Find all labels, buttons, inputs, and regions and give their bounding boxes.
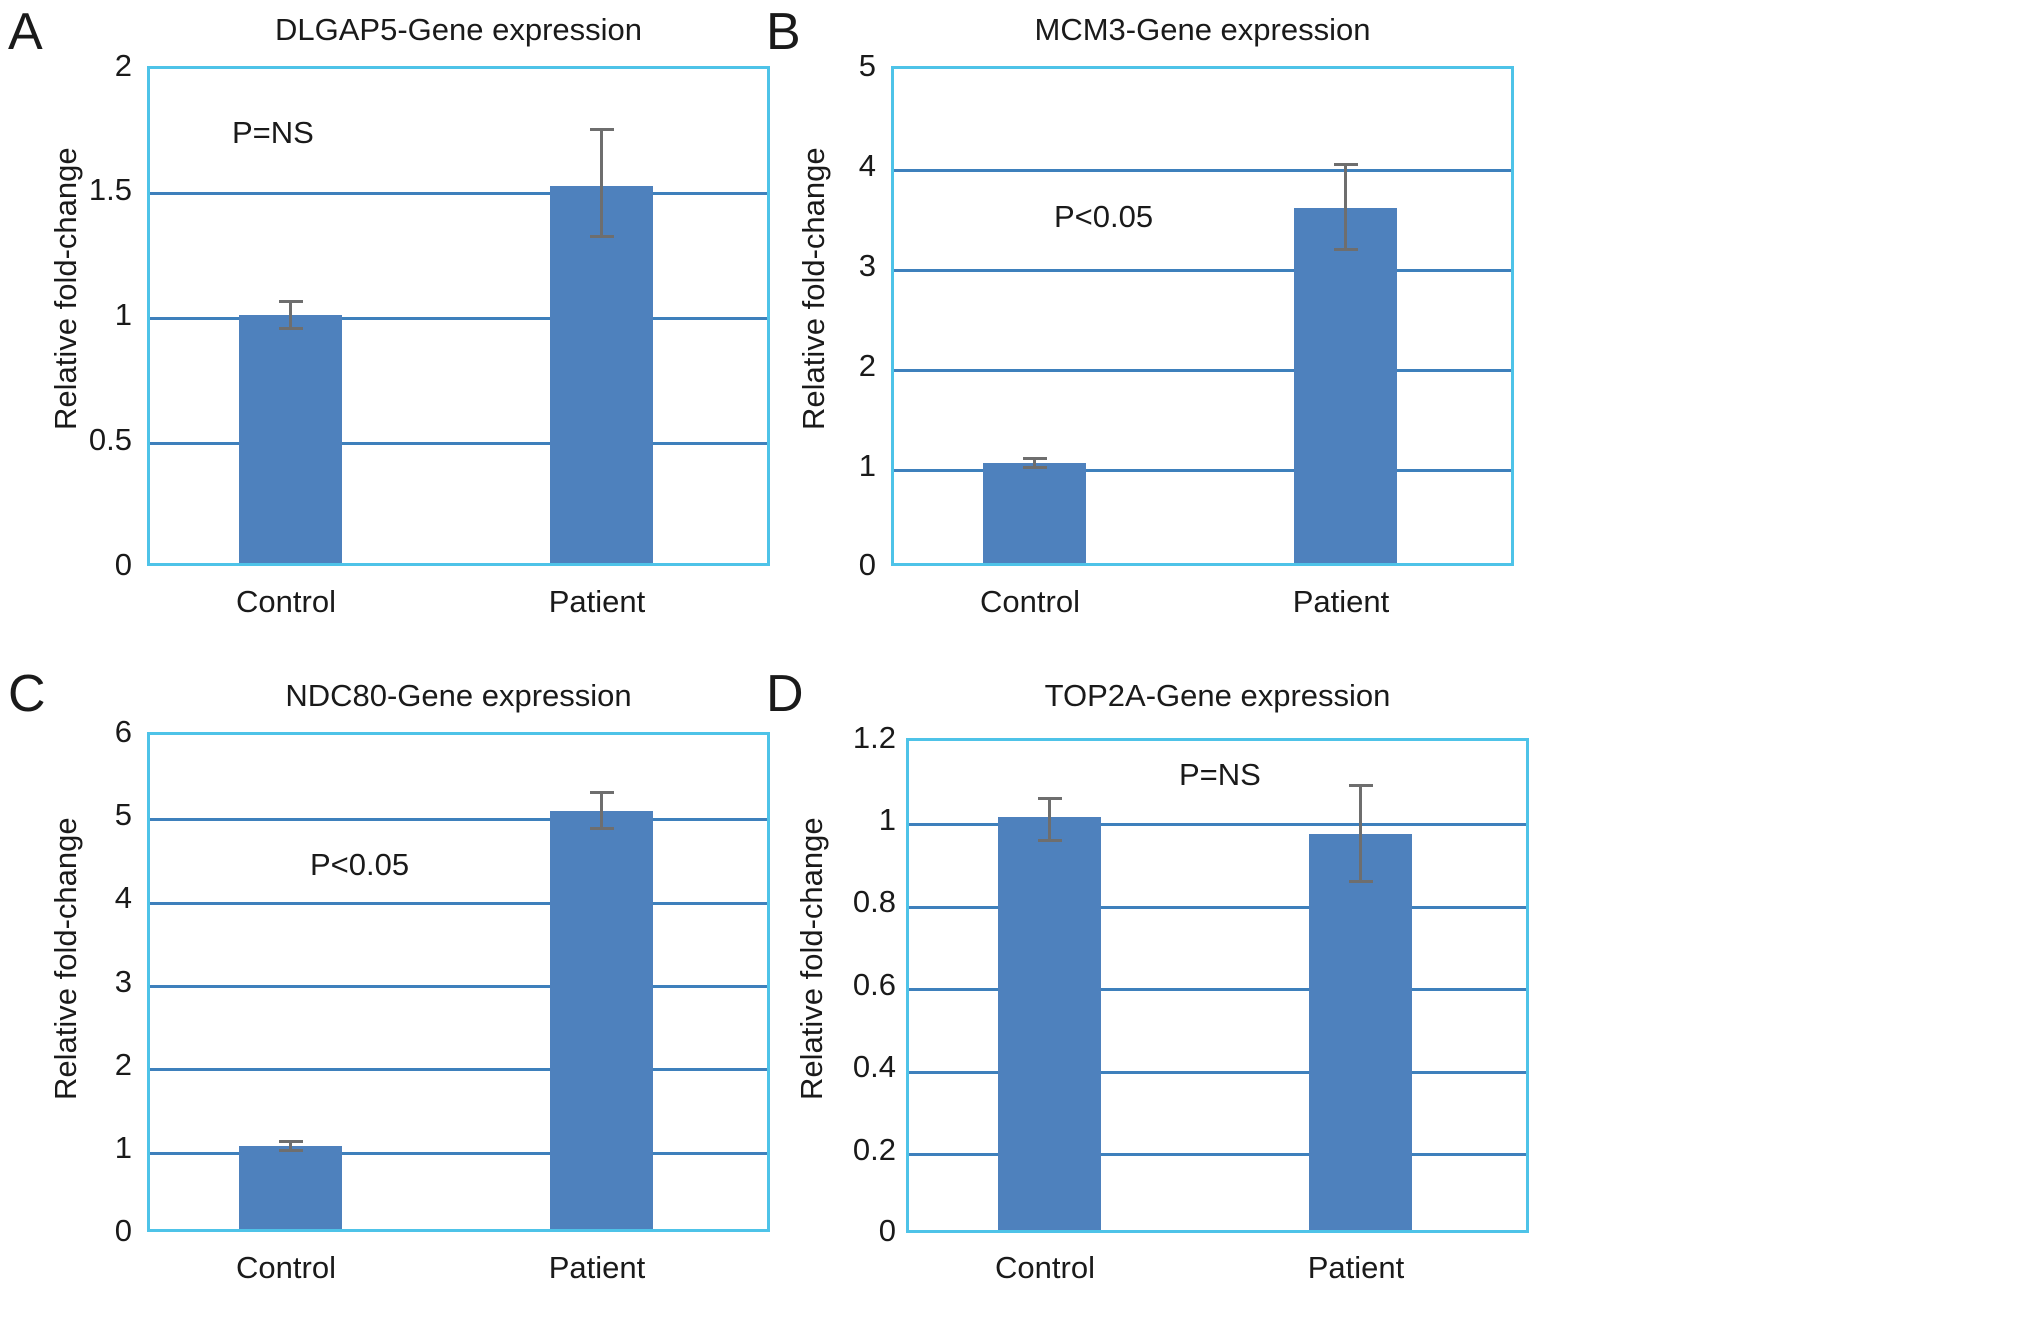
panel-c-xlabel-patient: Patient [548,1250,646,1285]
panel-c-ytick-3: 3 [114,964,132,999]
panel-b-gridline-3 [894,269,1511,272]
panel-c-bar-patient [550,811,653,1229]
panel-d-errorbar-control [998,797,1101,842]
panel-a-title: DLGAP5-Gene expression [274,12,643,47]
panel-d-ytick-0.6: 0.6 [852,967,896,1002]
panel-d-bar-patient [1309,834,1412,1230]
panel-d-gridline-1 [909,823,1526,826]
panel-c-pvalue: P<0.05 [310,847,410,882]
panel-b-plot-area: P<0.05 [891,66,1514,566]
panel-a-bar-control [239,315,342,563]
panel-c-title: NDC80-Gene expression [285,678,632,713]
panel-b-bar-control [983,463,1086,563]
panel-d-xlabel-control: Control [995,1250,1095,1285]
panel-c-bar-control [239,1146,342,1229]
panel-c-ytick-0: 0 [114,1213,132,1248]
panel-a-ytick-0: 0 [114,547,132,582]
panel-b-xlabel-control: Control [980,584,1080,619]
panel-b-ytick-2: 2 [858,348,876,383]
panel-b-ytick-1: 1 [858,448,876,483]
panel-d-title: TOP2A-Gene expression [1044,678,1391,713]
panel-b-bar-patient [1294,208,1397,563]
panel-b-gridline-4 [894,169,1511,172]
panel-d-ytick-0: 0 [878,1213,896,1248]
panel-c-errorbar-patient [550,791,653,830]
panel-a-ytick-1: 1 [114,297,132,332]
panel-a-gridline-1 [150,317,767,320]
panel-a-gridline-0.5 [150,442,767,445]
panel-a-errorbar-patient [550,128,653,238]
panel-b-gridline-1 [894,469,1511,472]
panel-b-ytick-0: 0 [858,547,876,582]
panel-d-letter: D [766,665,804,723]
panel-d-gridline-0.6 [909,988,1526,991]
panel-a-xlabel-patient: Patient [548,584,646,619]
panel-b-ylabel: Relative fold-change [796,147,831,430]
panel-a-ytick-1.5: 1.5 [88,172,132,207]
panel-d-ytick-0.8: 0.8 [852,884,896,919]
panel-c-gridline-2 [150,1068,767,1071]
panel-d-gridline-0.2 [909,1153,1526,1156]
panel-d-ytick-1.2: 1.2 [852,720,896,755]
panel-a-xlabel-control: Control [236,584,336,619]
panel-a-ytick-0.5: 0.5 [88,422,132,457]
panel-d-plot-area: P=NS [906,738,1529,1233]
panel-a-errorbar-control [239,300,342,330]
panel-b-ytick-5: 5 [858,48,876,83]
panel-b-pvalue: P<0.05 [1054,199,1154,234]
panel-a-plot-area: P=NS [147,66,770,566]
panel-c-errorbar-control [239,1140,342,1152]
panel-a-ytick-2: 2 [114,48,132,83]
panel-d-ytick-1: 1 [878,802,896,837]
panel-b-gridline-2 [894,369,1511,372]
panel-b-ytick-4: 4 [858,148,876,183]
panel-b: B MCM3-Gene expression Relative fold-cha… [766,0,2032,640]
panel-d-gridline-0.4 [909,1071,1526,1074]
panel-b-ytick-3: 3 [858,248,876,283]
panel-c-xlabel-control: Control [236,1250,336,1285]
panel-d-errorbar-patient [1309,784,1412,883]
panel-c-ytick-6: 6 [114,714,132,749]
panel-d: D TOP2A-Gene expression Relative fold-ch… [766,660,2032,1317]
panel-c: C NDC80-Gene expression Relative fold-ch… [0,660,1016,1317]
panel-a-letter: A [8,3,43,61]
panel-c-gridline-4 [150,902,767,905]
panel-c-ytick-2: 2 [114,1047,132,1082]
panel-a-gridline-1.5 [150,192,767,195]
panel-c-letter: C [8,665,46,723]
panel-c-gridline-3 [150,985,767,988]
panel-c-gridline-5 [150,818,767,821]
panel-a-pvalue: P=NS [232,115,314,150]
panel-d-gridline-0.8 [909,906,1526,909]
panel-c-ytick-1: 1 [114,1130,132,1165]
panel-a-bar-patient [550,186,653,563]
panel-c-ytick-5: 5 [114,797,132,832]
panel-d-bar-control [998,817,1101,1230]
panel-a: A DLGAP5-Gene expression Relative fold-c… [0,0,1016,640]
panel-c-ytick-4: 4 [114,880,132,915]
panel-b-xlabel-patient: Patient [1292,584,1390,619]
panel-d-ytick-0.4: 0.4 [852,1049,896,1084]
panel-b-title: MCM3-Gene expression [1034,12,1371,47]
panel-b-errorbar-control [983,457,1086,469]
panel-d-pvalue: P=NS [1179,757,1261,792]
panel-b-letter: B [766,3,801,61]
panel-c-plot-area: P<0.05 [147,732,770,1232]
panel-b-errorbar-patient [1294,163,1397,251]
panel-c-gridline-1 [150,1152,767,1155]
panel-d-xlabel-patient: Patient [1307,1250,1405,1285]
panel-d-ytick-0.2: 0.2 [852,1132,896,1167]
